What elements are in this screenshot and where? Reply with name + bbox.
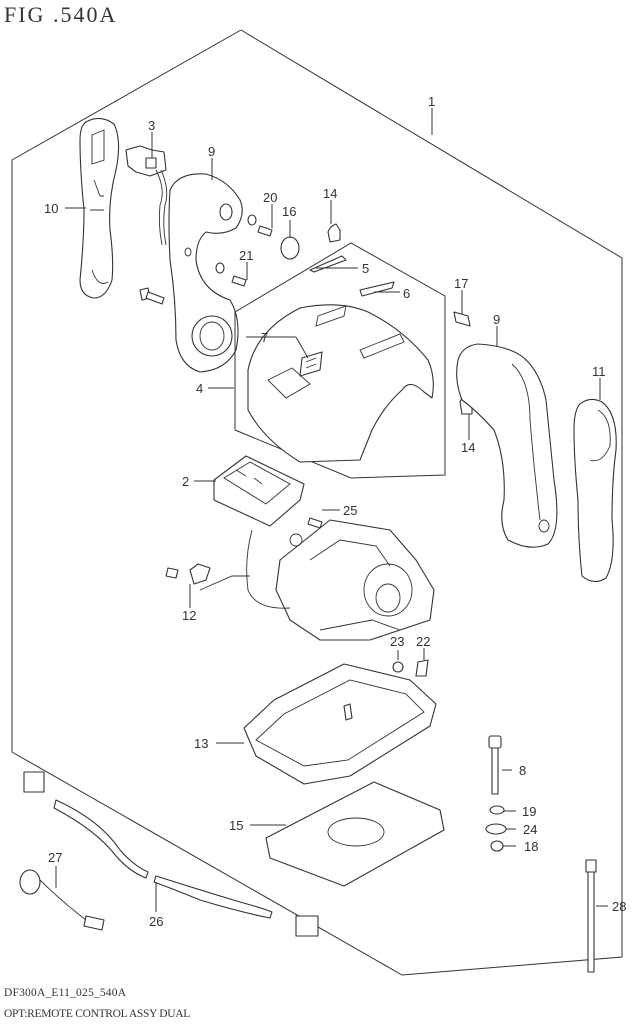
part-4-cover[interactable] [247, 304, 434, 463]
figure-description: OPT:REMOTE CONTROL ASSY DUAL [4, 1008, 191, 1020]
callout-3: 3 [148, 118, 155, 133]
callout-12: 12 [182, 608, 196, 623]
bolt-lever-mount[interactable] [139, 287, 165, 305]
part-26-wire-harness[interactable] [23, 771, 319, 937]
callout-18: 18 [524, 839, 538, 854]
part-9-lever-right[interactable] [456, 343, 558, 548]
part-15-gasket-plate[interactable] [265, 781, 445, 887]
control-mechanism[interactable] [275, 519, 435, 641]
part-11-grip[interactable] [573, 398, 617, 583]
callout-9-right: 9 [493, 312, 500, 327]
callout-17: 17 [454, 276, 468, 291]
assembly-outline [11, 29, 623, 976]
callout-28: 28 [612, 899, 626, 914]
callout-23: 23 [390, 634, 404, 649]
callout-9-left: 9 [208, 144, 215, 159]
callout-21: 21 [239, 248, 253, 263]
part-20-screw[interactable] [247, 214, 273, 237]
part-12-clamp[interactable] [165, 563, 250, 591]
callout-7: 7 [261, 330, 268, 345]
part-7-logo-emblem[interactable] [299, 351, 323, 377]
callout-8: 8 [519, 763, 526, 778]
callout-6: 6 [403, 286, 410, 301]
callout-22: 22 [416, 634, 430, 649]
callout-24: 24 [523, 822, 537, 837]
callout-27: 27 [48, 850, 62, 865]
part-8-bolt[interactable] [488, 735, 502, 795]
part-19-washer[interactable] [489, 805, 505, 815]
callout-13: 13 [194, 736, 208, 751]
part-14-cap-top[interactable] [327, 223, 341, 243]
part-28-cable-tie[interactable] [585, 859, 597, 973]
figure-code: DF300A_E11_025_540A [4, 987, 127, 999]
leader-lines [55, 108, 608, 912]
part-21-screw[interactable] [215, 262, 247, 287]
callout-14-right: 14 [461, 440, 475, 455]
part-27-sensor-harness[interactable] [19, 869, 105, 931]
part-17-plate[interactable] [453, 311, 471, 327]
callout-25: 25 [343, 503, 357, 518]
callout-2: 2 [182, 474, 189, 489]
callout-15: 15 [229, 818, 243, 833]
part-25-screw[interactable] [307, 517, 323, 529]
callout-19: 19 [522, 804, 536, 819]
part-9-lever-left[interactable] [168, 173, 243, 373]
part-23-nut[interactable] [392, 661, 404, 673]
part-6-emblem[interactable] [359, 281, 395, 297]
callout-1: 1 [428, 94, 435, 109]
callout-labels: 1 2 3 4 5 6 7 8 9 9 10 11 12 13 14 14 15… [44, 94, 626, 929]
part-16-cap[interactable] [280, 236, 300, 260]
callout-11: 11 [592, 364, 606, 379]
switch-wire [246, 529, 291, 609]
callout-5: 5 [362, 261, 369, 276]
part-2-switch-panel[interactable] [213, 455, 305, 527]
part-22-screw[interactable] [415, 659, 429, 677]
callout-10: 10 [44, 201, 58, 216]
part-18-nut[interactable] [490, 840, 504, 852]
callout-20: 20 [263, 190, 277, 205]
part-13-base-frame[interactable] [243, 663, 437, 785]
callout-26: 26 [149, 914, 163, 929]
part-10-grip-harness[interactable] [79, 117, 120, 299]
callout-16: 16 [282, 204, 296, 219]
figure-title: FIG .540A [4, 2, 118, 27]
part-3-connector[interactable] [125, 145, 168, 246]
callout-14-top: 14 [323, 186, 337, 201]
cover-subassembly-outline [234, 242, 446, 479]
callout-4: 4 [196, 381, 203, 396]
part-24-washer[interactable] [485, 823, 507, 835]
